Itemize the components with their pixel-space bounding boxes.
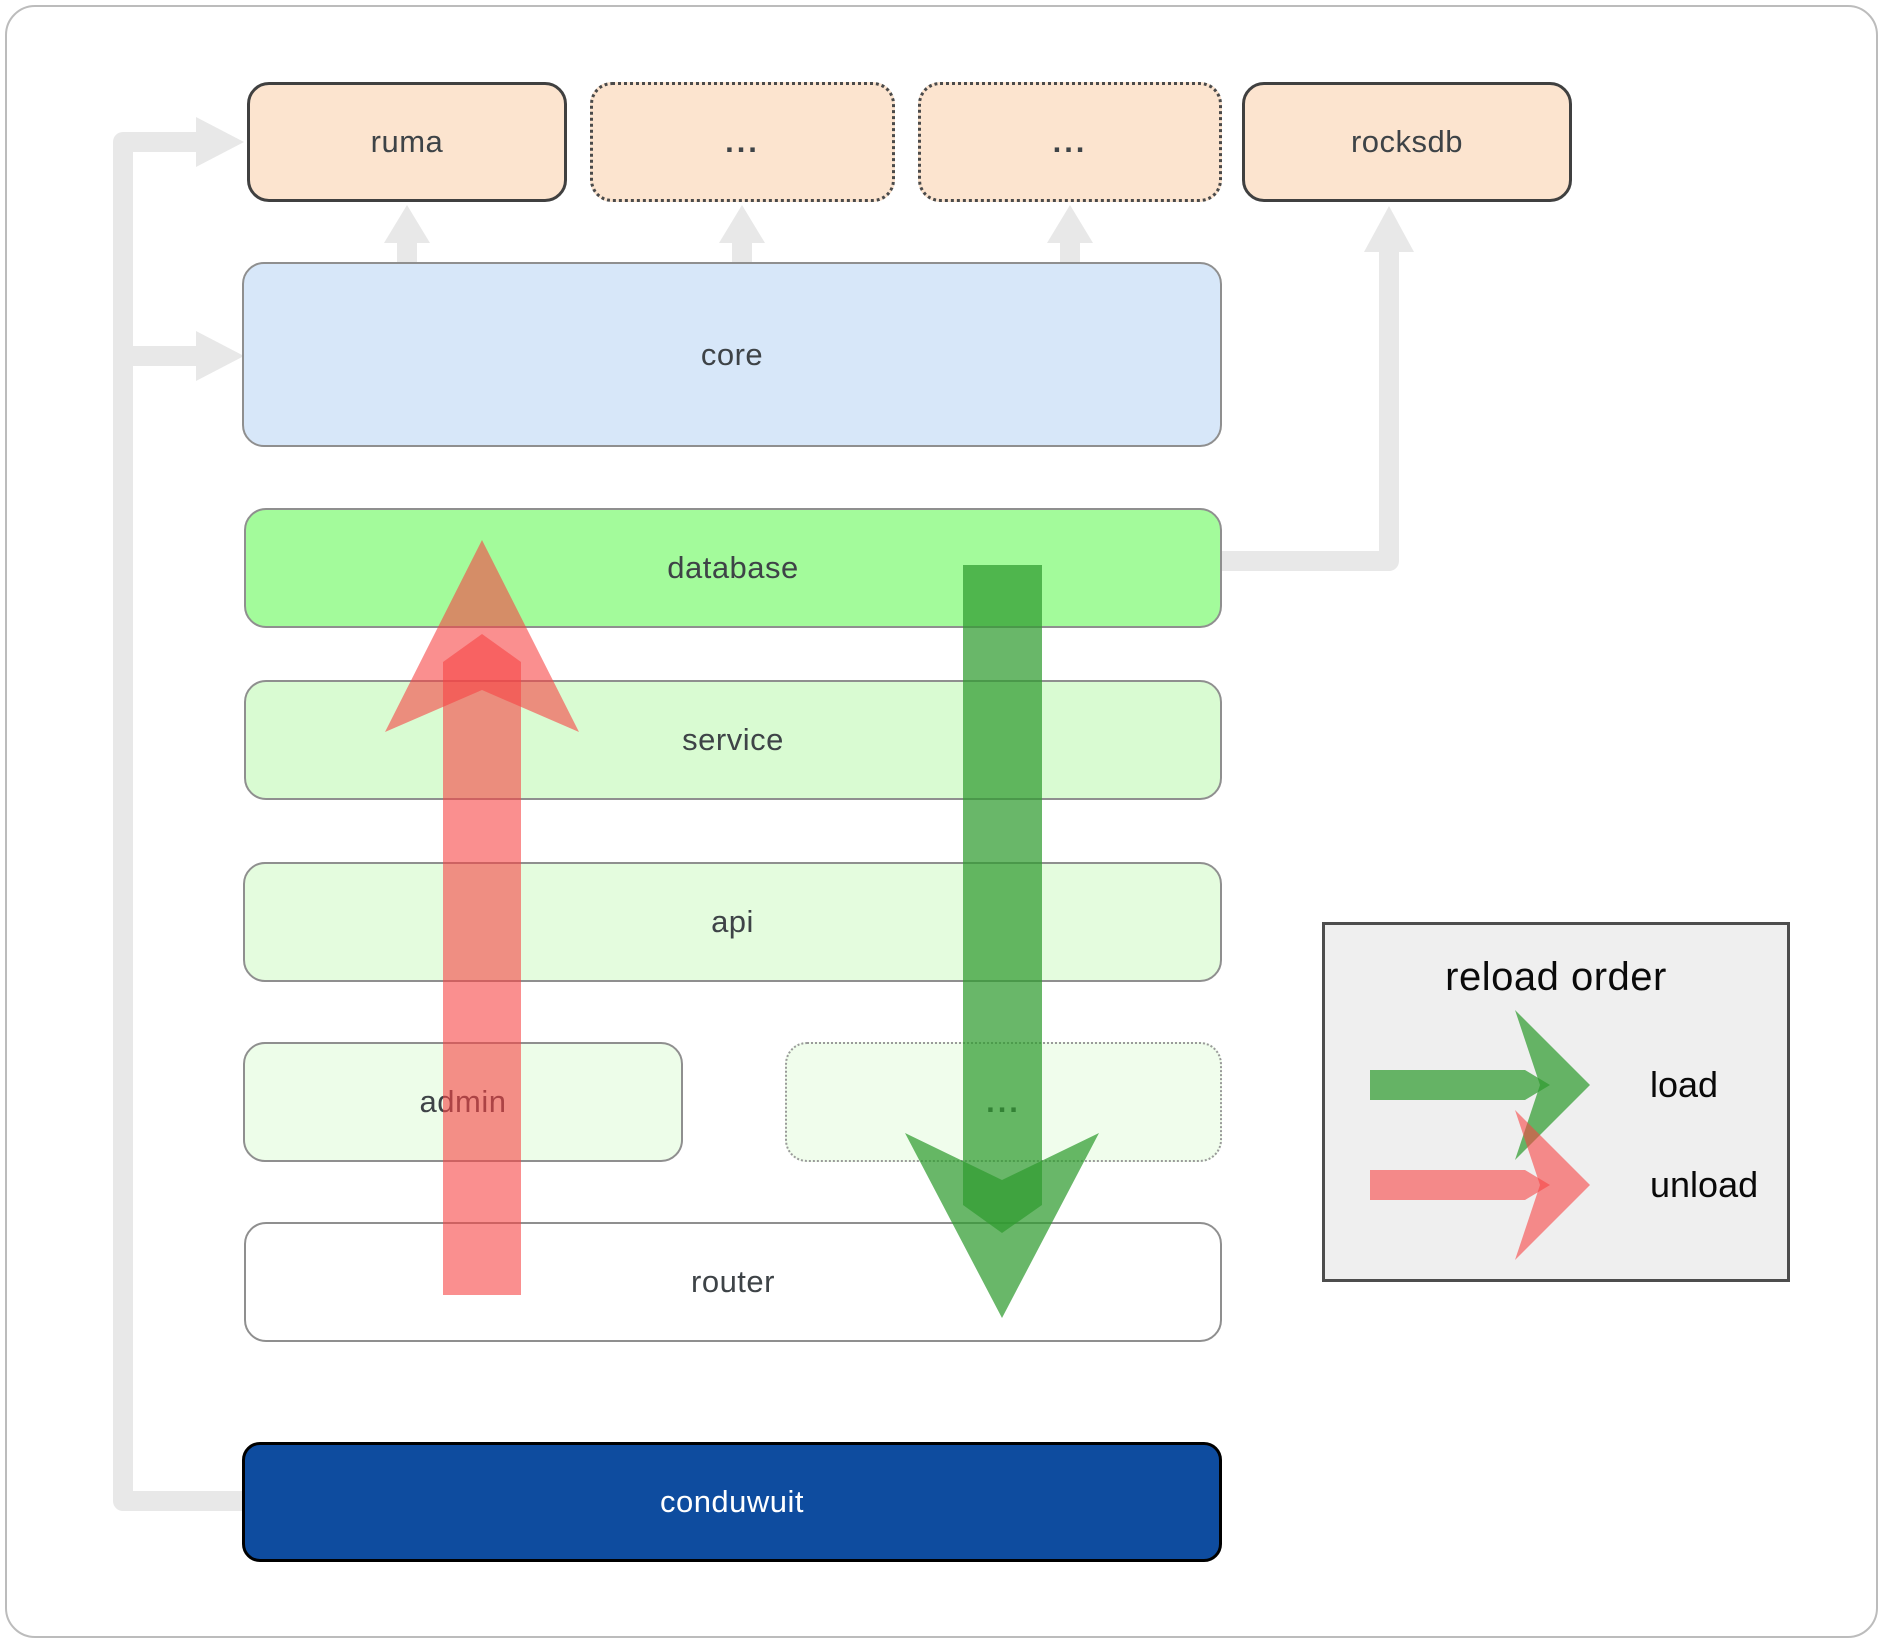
unload-legend-arrow-icon <box>1370 1110 1590 1260</box>
box-api-label: api <box>711 904 754 939</box>
box-conduwuit-label: conduwuit <box>659 1484 805 1519</box>
legend-item-unload: unload <box>1325 1100 1787 1270</box>
box-ellipsis-top-1: ... <box>590 82 895 202</box>
box-core: core <box>242 262 1222 447</box>
box-conduwuit: conduwuit <box>242 1442 1222 1562</box>
unload-label: unload <box>1650 1164 1759 1205</box>
legend-item-load: load <box>1325 1000 1787 1170</box>
box-service-label: service <box>682 722 784 757</box>
legend-title: reload order <box>1445 955 1667 999</box>
box-ellipsis-top-1-label: ... <box>725 124 760 159</box>
box-database-label: database <box>667 550 799 585</box>
box-admin-label: admin <box>419 1084 507 1119</box>
box-ruma: ruma <box>247 82 567 202</box>
box-rocksdb-label: rocksdb <box>1350 124 1464 159</box>
box-admin: admin <box>243 1042 683 1162</box>
box-ruma-label: ruma <box>370 124 444 159</box>
legend-reload-order: reload order load unload <box>1322 922 1790 1282</box>
box-api: api <box>243 862 1222 982</box>
load-legend-arrow-icon <box>1370 1010 1590 1160</box>
box-ellipsis-top-2: ... <box>918 82 1222 202</box>
diagram-outer-border <box>5 5 1878 1638</box>
box-router-label: router <box>691 1264 775 1299</box>
box-ellipsis-top-2-label: ... <box>1052 124 1088 159</box>
box-service: service <box>244 680 1222 800</box>
box-ellipsis-admin-row: ... <box>785 1042 1222 1162</box>
box-database: database <box>244 508 1222 628</box>
box-rocksdb: rocksdb <box>1242 82 1572 202</box>
box-router: router <box>244 1222 1222 1342</box>
load-label: load <box>1650 1064 1719 1105</box>
box-ellipsis-admin-row-label: ... <box>986 1084 1021 1119</box>
box-core-label: core <box>700 336 764 372</box>
